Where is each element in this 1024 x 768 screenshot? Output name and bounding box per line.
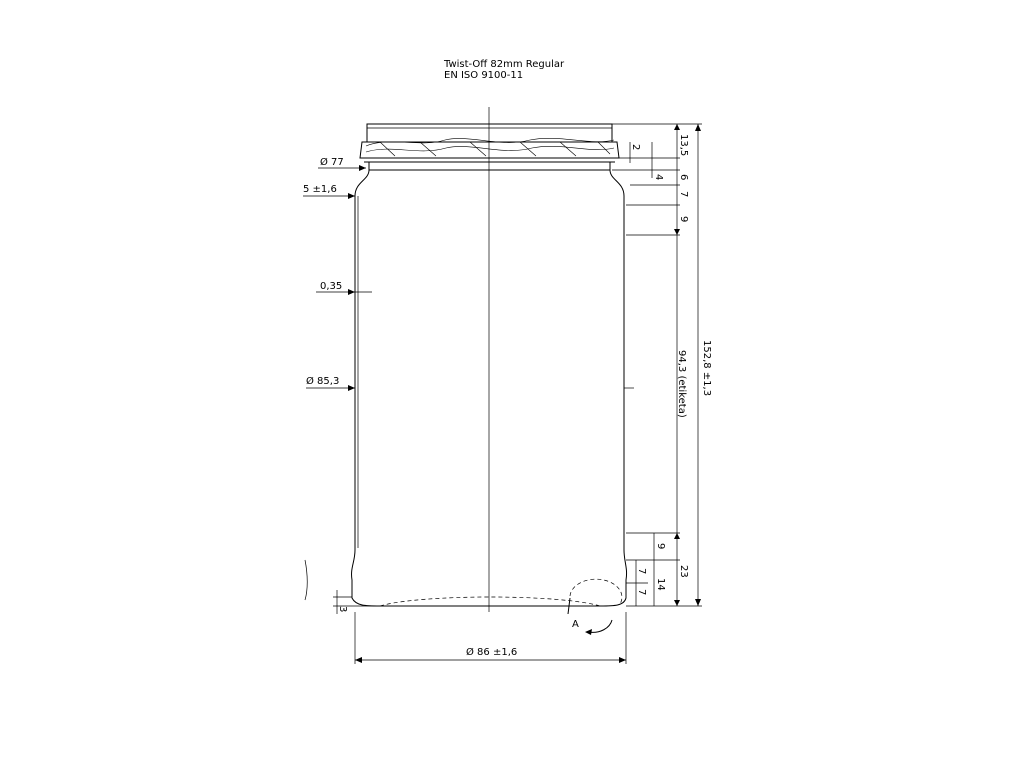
dim-top-9: 9 [678,216,689,222]
dim-top-4: 4 [653,174,664,180]
dim-bottom-23: 23 [678,565,689,578]
dim-top-2: 2 [630,144,641,150]
dim-bottom-7a: 7 [636,568,647,574]
jar-finish [359,123,620,171]
right-dimensions: 152,8 ±1,3 13,5 6 7 9 94,3 (etiketa) 23 … [612,123,712,607]
bottom-dimension: Ø 86 ±1,6 [354,612,627,664]
dim-bottom-7b: 7 [636,589,647,595]
dim-shoulder-offset: 5 ±1,6 [303,184,337,195]
dim-label-height: 94,3 (etiketa) [676,350,687,418]
dim-neck-diameter: Ø 77 [320,156,344,168]
detail-marker: A [572,619,579,630]
dim-bottom-9: 9 [655,543,666,549]
drawing-title-line2: EN ISO 9100-11 [444,70,523,81]
dim-top-6: 6 [678,174,689,180]
dim-wall-draft: 0,35 [320,281,342,292]
dim-bottom-14: 14 [655,578,666,591]
dim-finish-height: 13,5 [678,134,689,156]
dim-top-7: 7 [678,191,689,197]
drawing-title-line1: Twist-Off 82mm Regular [443,59,565,70]
left-dimensions: Ø 77 5 ±1,6 0,35 Ø 85,3 3 [303,156,380,614]
jar-body [351,169,628,607]
dim-base-3: 3 [337,606,348,612]
dim-body-diameter: Ø 85,3 [306,375,339,387]
dim-base-diameter: Ø 86 ±1,6 [466,646,517,658]
detail-a-callout: A [567,578,623,635]
dim-total-height: 152,8 ±1,3 [701,340,712,396]
